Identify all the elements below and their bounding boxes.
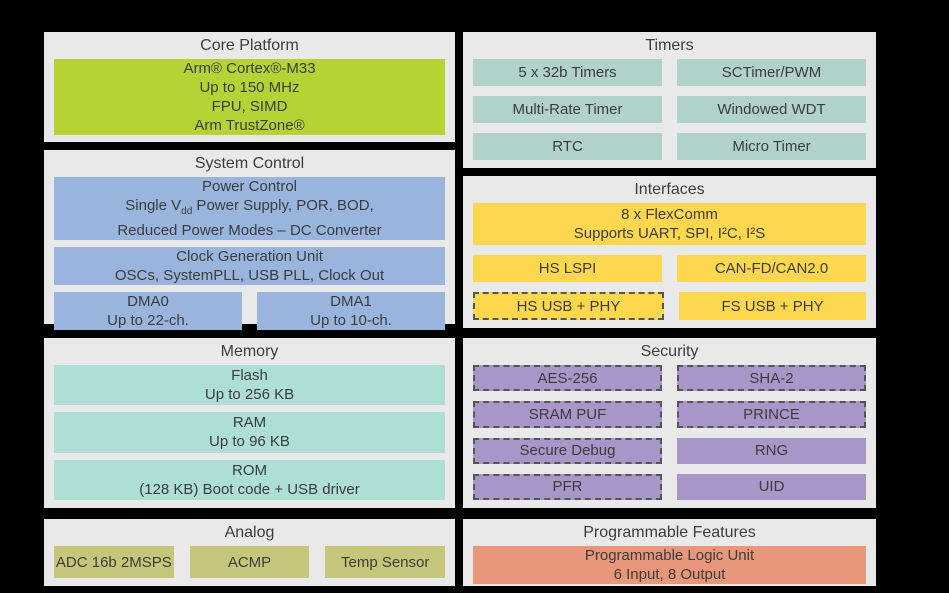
plu-line2: 6 Input, 8 Output bbox=[613, 566, 726, 583]
dma0-name: DMA0 bbox=[127, 293, 169, 310]
rom-name: ROM bbox=[232, 461, 267, 479]
block-sha-2: SHA-2 bbox=[677, 365, 866, 392]
block-sram-puf: SRAM PUF bbox=[473, 401, 662, 428]
block-cortex-m33: Arm® Cortex®-M33 Up to 150 MHz FPU, SIMD… bbox=[54, 59, 445, 135]
power-line2-pre: Single V bbox=[125, 197, 182, 214]
dma0-channels: Up to 22-ch. bbox=[107, 312, 189, 329]
flexcomm-line1: 8 x FlexComm bbox=[621, 205, 718, 223]
cortex-line-trustzone: Arm TrustZone® bbox=[194, 117, 305, 134]
interfaces-row1: HS LSPI CAN-FD/CAN2.0 bbox=[473, 254, 866, 283]
memory-title: Memory bbox=[220, 343, 279, 360]
plu-line1: Programmable Logic Unit bbox=[584, 547, 755, 564]
dma1-channels: Up to 10-ch. bbox=[310, 312, 392, 329]
block-micro-timer: Micro Timer bbox=[677, 133, 866, 160]
power-line2-post: Power Supply, POR, BOD, bbox=[192, 197, 374, 214]
block-dma0: DMA0 Up to 22-ch. bbox=[54, 292, 242, 330]
block-aes-256: AES-256 bbox=[473, 365, 662, 392]
cortex-line-cpu: Arm® Cortex®-M33 bbox=[183, 60, 316, 77]
block-ram: RAM Up to 96 KB bbox=[54, 412, 445, 453]
core-platform-title: Core Platform bbox=[200, 37, 299, 54]
block-flash: Flash Up to 256 KB bbox=[54, 365, 445, 406]
block-fs-usb-phy: FS USB + PHY bbox=[679, 292, 866, 321]
block-adc: ADC 16b 2MSPS bbox=[54, 546, 174, 578]
panel-core-platform: Core Platform Arm® Cortex®-M33 Up to 150… bbox=[42, 30, 457, 144]
block-flexcomm: 8 x FlexComm Supports UART, SPI, I²C, I²… bbox=[473, 203, 866, 245]
panel-system-control: System Control Power Control Single Vdd … bbox=[42, 148, 457, 330]
block-multirate-timer: Multi-Rate Timer bbox=[473, 96, 662, 123]
power-control-line3: Reduced Power Modes – DC Converter bbox=[117, 222, 382, 239]
block-can-fd: CAN-FD/CAN2.0 bbox=[677, 254, 866, 283]
block-pfr: PFR bbox=[473, 473, 662, 500]
flexcomm-line2: Supports UART, SPI, I²C, I²S bbox=[573, 224, 766, 242]
block-temp-sensor: Temp Sensor bbox=[325, 546, 446, 578]
panel-interfaces: Interfaces 8 x FlexComm Supports UART, S… bbox=[461, 174, 878, 330]
clock-line1: Clock Generation Unit bbox=[176, 248, 323, 265]
block-windowed-wdt: Windowed WDT bbox=[677, 96, 866, 123]
power-control-line2: Single Vdd Power Supply, POR, BOD, bbox=[54, 196, 445, 221]
timers-title: Timers bbox=[645, 37, 694, 54]
ram-name: RAM bbox=[232, 414, 267, 432]
ram-size: Up to 96 KB bbox=[209, 433, 290, 451]
analog-title: Analog bbox=[224, 524, 275, 541]
block-clock-generation: Clock Generation Unit OSCs, SystemPLL, U… bbox=[54, 247, 445, 285]
panel-timers: Timers 5 x 32b Timers SCTimer/PWM Multi-… bbox=[461, 30, 878, 170]
flash-name: Flash bbox=[231, 367, 268, 385]
panel-programmable-features: Programmable Features Programmable Logic… bbox=[461, 517, 878, 588]
vdd-subscript: dd bbox=[181, 206, 193, 217]
clock-line2: OSCs, SystemPLL, USB PLL, Clock Out bbox=[114, 267, 385, 284]
flash-size: Up to 256 KB bbox=[204, 386, 295, 404]
block-rtc: RTC bbox=[473, 133, 662, 160]
programmable-features-title: Programmable Features bbox=[583, 524, 756, 541]
block-uid: UID bbox=[677, 473, 866, 500]
dma-row: DMA0 Up to 22-ch. DMA1 Up to 10-ch. bbox=[54, 292, 445, 330]
block-secure-debug: Secure Debug bbox=[473, 437, 662, 464]
panel-security: Security AES-256 SHA-2 SRAM PUF PRINCE S… bbox=[461, 336, 878, 510]
block-sctimer-pwm: SCTimer/PWM bbox=[677, 59, 866, 86]
power-control-line1: Power Control bbox=[201, 178, 298, 195]
panel-memory: Memory Flash Up to 256 KB RAM Up to 96 K… bbox=[42, 336, 457, 510]
block-power-control: Power Control Single Vdd Power Supply, P… bbox=[54, 177, 445, 240]
system-control-title: System Control bbox=[194, 155, 305, 172]
block-dma1: DMA1 Up to 10-ch. bbox=[257, 292, 445, 330]
block-rng: RNG bbox=[677, 437, 866, 464]
interfaces-row2: HS USB + PHY FS USB + PHY bbox=[473, 292, 866, 321]
block-rom: ROM (128 KB) Boot code + USB driver bbox=[54, 459, 445, 500]
rom-detail: (128 KB) Boot code + USB driver bbox=[139, 480, 360, 498]
cortex-line-speed: Up to 150 MHz bbox=[199, 79, 300, 96]
block-hs-usb-phy: HS USB + PHY bbox=[473, 292, 664, 321]
interfaces-title: Interfaces bbox=[634, 181, 705, 198]
block-prince: PRINCE bbox=[677, 401, 866, 428]
dma1-name: DMA1 bbox=[330, 293, 372, 310]
panel-analog: Analog ADC 16b 2MSPS ACMP Temp Sensor bbox=[42, 517, 457, 588]
cortex-line-fpu: FPU, SIMD bbox=[211, 98, 288, 115]
block-plu: Programmable Logic Unit 6 Input, 8 Outpu… bbox=[473, 546, 866, 584]
security-title: Security bbox=[640, 343, 699, 360]
block-32b-timers: 5 x 32b Timers bbox=[473, 59, 662, 86]
block-acmp: ACMP bbox=[189, 546, 310, 578]
block-hs-lspi: HS LSPI bbox=[473, 254, 662, 283]
